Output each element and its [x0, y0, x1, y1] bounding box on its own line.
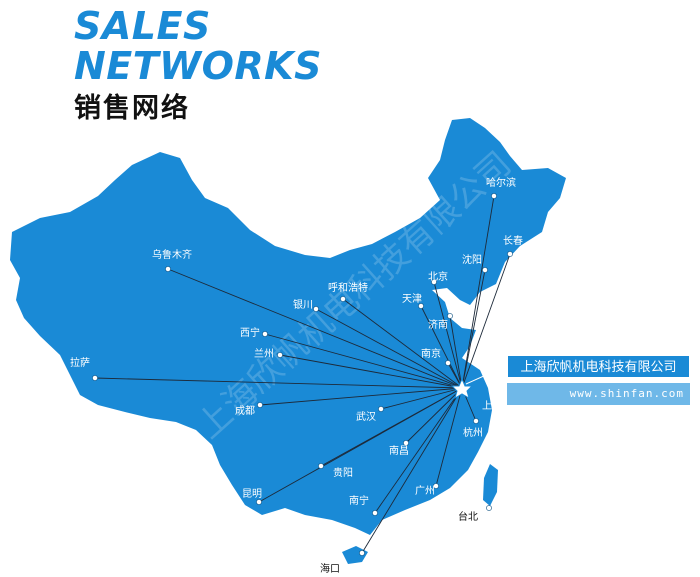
city-label: 沈阳 [462, 253, 482, 266]
connection-lines [94, 195, 511, 554]
connection-line [435, 387, 463, 487]
connection-line [461, 195, 495, 389]
china-mainland-shape [10, 118, 566, 535]
city-dot [403, 440, 409, 446]
website-link[interactable]: www.shinfan.com [507, 383, 690, 405]
connection-line [461, 253, 511, 389]
city-dot [486, 505, 492, 511]
title-english: SALES NETWORKS [74, 6, 322, 86]
title-chinese: 销售网络 [74, 93, 190, 124]
city-label: 杭州 [463, 426, 483, 439]
connection-line [259, 387, 463, 406]
city-dot [340, 296, 346, 302]
city-dot [507, 251, 513, 257]
connection-line [449, 315, 463, 389]
connection-line [258, 387, 463, 503]
city-dot [418, 303, 424, 309]
hub-label: 上海 [482, 399, 502, 412]
city-dot [378, 406, 384, 412]
taiwan-shape [483, 464, 498, 506]
city-label: 乌鲁木齐 [152, 248, 192, 261]
city-label: 南昌 [389, 444, 409, 457]
connection-line [315, 308, 463, 389]
city-label: 海口 [320, 562, 340, 575]
city-label: 兰州 [254, 347, 274, 360]
city-label: 广州 [415, 485, 435, 497]
city-label: 呼和浩特 [328, 282, 368, 294]
connection-line [279, 354, 463, 389]
city-dot [277, 352, 283, 358]
hub-connector-line [465, 365, 507, 385]
city-dot [447, 313, 453, 319]
city-dot [473, 418, 479, 424]
city-dot [256, 499, 262, 505]
title-line-2: NETWORKS [74, 44, 322, 88]
city-label: 长春 [503, 235, 523, 247]
connection-line [94, 377, 463, 389]
city-label: 西宁 [240, 326, 260, 339]
city-dot [257, 402, 263, 408]
city-label: 昆明 [242, 488, 262, 500]
company-name-box: 上海欣帆机电科技有限公司 [507, 355, 690, 378]
city-dot [359, 550, 365, 556]
city-label: 天津 [402, 293, 422, 305]
city-label: 哈尔滨 [486, 176, 516, 189]
city-label: 成都 [235, 405, 255, 417]
connection-line [420, 305, 463, 389]
connection-line [361, 387, 463, 554]
city-label: 南京 [421, 347, 441, 360]
city-dot [165, 266, 171, 272]
connection-line [405, 387, 463, 444]
hub-star-icon [450, 377, 474, 400]
connection-line [374, 387, 463, 514]
city-dot [372, 510, 378, 516]
connection-line [167, 268, 463, 389]
city-label: 南宁 [349, 494, 369, 507]
city-label: 武汉 [356, 410, 376, 423]
city-label: 银川 [293, 298, 313, 311]
city-label: 贵阳 [333, 466, 353, 479]
city-dot [433, 483, 439, 489]
connection-line [264, 333, 463, 389]
connection-line [433, 281, 463, 389]
connection-line [342, 298, 463, 389]
city-dot [313, 306, 319, 312]
city-dot [318, 463, 324, 469]
city-dot [482, 267, 488, 273]
connection-line [461, 269, 486, 389]
city-dot [262, 331, 268, 337]
title-line-1: SALES [74, 4, 211, 48]
city-dot [491, 193, 497, 199]
city-label: 拉萨 [70, 356, 90, 369]
city-label: 台北 [458, 510, 478, 523]
city-dots [92, 193, 513, 556]
connection-line [380, 387, 463, 410]
city-dot [445, 360, 451, 366]
city-label: 北京 [428, 270, 448, 283]
city-label: 济南 [428, 318, 448, 331]
city-dot [92, 375, 98, 381]
city-dot [431, 279, 437, 285]
